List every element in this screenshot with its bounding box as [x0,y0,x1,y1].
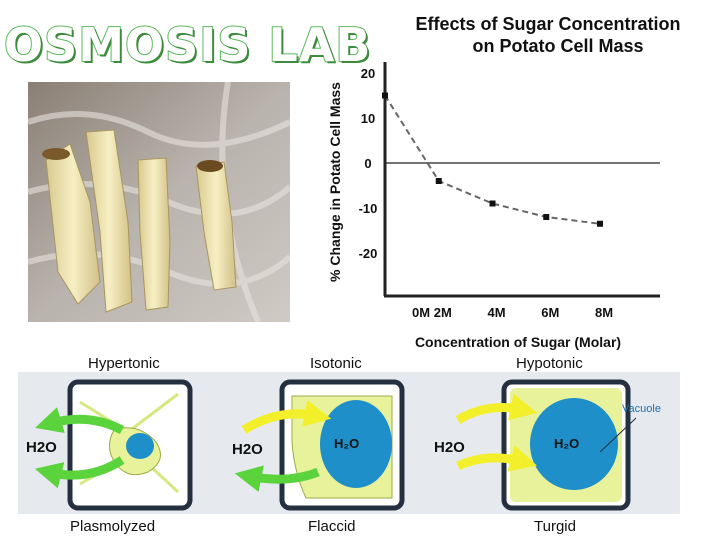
label-isotonic: Isotonic [310,355,362,372]
x-tick-label: 4M [487,305,505,320]
x-tick-label: 6M [541,305,559,320]
y-tick-label: 10 [361,111,375,126]
water-in-arrow [241,400,332,434]
label-plasmolyzed: Plasmolyzed [70,518,156,535]
data-point [382,92,388,99]
svg-text:H₂O: H₂O [554,436,579,451]
osmosis-diagram: H2O H₂O H2O H₂O H2O Vacuole [18,372,680,514]
x-tick-label: 0M [412,305,430,320]
cell-plasmolyzed [34,379,193,511]
label-turgid: Turgid [534,518,576,535]
vacuole-label: Vacuole [622,403,661,415]
cell-flaccid: H₂O [234,379,405,511]
label-hypotonic: Hypotonic [516,355,583,372]
y-tick-label: 20 [361,66,375,81]
label-flaccid: Flaccid [308,518,356,535]
svg-text:H₂O: H₂O [334,436,359,451]
x-tick-label: 8M [595,305,613,320]
potato-strip [85,129,133,313]
water-out-arrow [234,465,320,492]
water-label-1: H2O [26,439,57,456]
water-label-2: H2O [232,441,263,458]
slide-title: OSMOSIS LAB [3,17,372,73]
data-point [489,200,496,207]
x-axis-label: Concentration of Sugar (Molar) [415,334,621,350]
water-out-arrow [35,407,125,435]
water-out-arrow [34,456,125,489]
series-line [384,94,601,225]
y-tick-label: 0 [364,156,371,171]
potato-strip [137,157,171,311]
water-in-arrow [456,445,538,472]
data-point [435,178,442,184]
potato-strip [42,143,101,305]
potato-strip [195,160,237,291]
x-tick-label: 2M [434,305,452,320]
potato-photo [28,82,290,322]
y-tick-label: -10 [359,201,378,216]
chart-title-line1: Effects of Sugar Concentration [415,14,680,34]
label-hypertonic: Hypertonic [88,355,160,372]
y-tick-label: -20 [359,246,378,261]
y-axis-label: % Change in Potato Cell Mass [327,82,343,282]
line-chart: Effects of Sugar Concentration on Potato… [327,14,681,350]
water-in-arrow [455,393,538,424]
data-point [597,220,603,227]
chart-title-line2: on Potato Cell Mass [472,36,643,56]
water-label-3: H2O [434,439,465,456]
cell-turgid: H₂O [455,379,637,511]
data-point [543,214,550,220]
